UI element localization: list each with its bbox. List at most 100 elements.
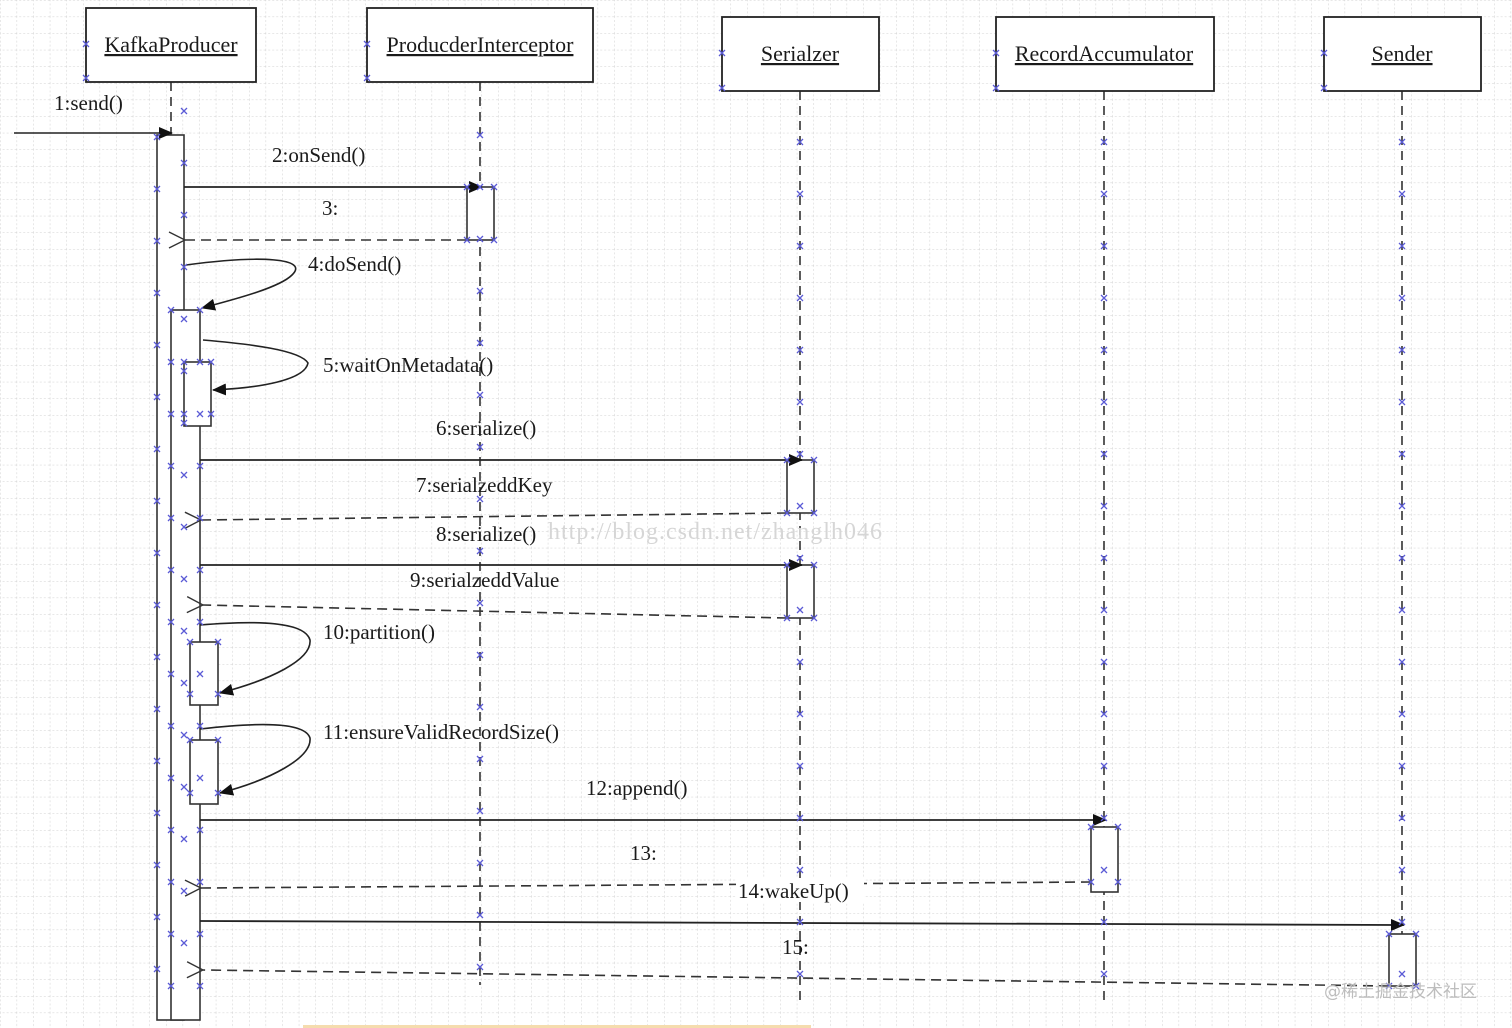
connection-marker-icon — [1320, 84, 1328, 92]
connection-marker-icon — [180, 358, 188, 366]
connection-marker-icon — [180, 783, 188, 791]
connection-marker-icon — [167, 618, 175, 626]
connection-marker-icon — [1398, 658, 1406, 666]
connection-marker-icon — [810, 456, 818, 464]
connection-marker-icon — [1114, 878, 1122, 886]
connection-marker-icon — [810, 614, 818, 622]
connection-markers — [82, 40, 1420, 990]
connection-marker-icon — [363, 40, 371, 48]
connection-marker-icon — [476, 391, 484, 399]
message-11-arrow[interactable] — [199, 723, 311, 796]
connection-marker-icon — [196, 670, 204, 678]
connection-marker-icon — [476, 339, 484, 347]
connection-marker-icon — [153, 653, 161, 661]
connection-marker-icon — [214, 736, 222, 744]
connection-marker-icon — [1100, 762, 1108, 770]
participant-label: KafkaProducer — [104, 32, 238, 57]
message-5-arrow[interactable] — [202, 339, 309, 396]
connection-marker-icon — [796, 762, 804, 770]
connection-marker-icon — [196, 462, 204, 470]
connection-marker-icon — [476, 807, 484, 815]
message-13-arrow[interactable] — [201, 882, 1092, 888]
message-14-label: 14:wakeUp() — [738, 879, 849, 903]
connection-marker-icon — [180, 367, 188, 375]
connection-marker-icon — [1100, 190, 1108, 198]
connection-marker-icon — [796, 190, 804, 198]
connection-marker-icon — [180, 107, 188, 115]
connection-marker-icon — [167, 566, 175, 574]
participant-label: RecordAccumulator — [1015, 41, 1194, 66]
connection-marker-icon — [796, 450, 804, 458]
participant-kafka[interactable]: KafkaProducer — [85, 7, 257, 83]
connection-marker-icon — [196, 306, 204, 314]
connection-marker-icon — [1398, 606, 1406, 614]
connection-marker-icon — [153, 861, 161, 869]
connection-marker-icon — [196, 826, 204, 834]
activation-serializer-key — [786, 459, 815, 514]
participant-sender[interactable]: Sender — [1323, 16, 1482, 92]
connection-marker-icon — [180, 263, 188, 271]
connection-marker-icon — [196, 982, 204, 990]
bottom-highlight-strip — [303, 1025, 811, 1028]
connection-marker-icon — [796, 970, 804, 978]
connection-marker-icon — [180, 410, 188, 418]
message-9-arrow[interactable] — [203, 605, 788, 619]
message-15-arrow[interactable] — [203, 970, 1390, 987]
connection-marker-icon — [1100, 138, 1108, 146]
connection-marker-icon — [214, 690, 222, 698]
connection-marker-icon — [796, 554, 804, 562]
message-13-label: 13: — [630, 841, 657, 865]
connection-marker-icon — [153, 393, 161, 401]
connection-marker-icon — [796, 918, 804, 926]
connection-marker-icon — [180, 471, 188, 479]
connection-marker-icon — [153, 549, 161, 557]
connection-marker-icon — [1100, 866, 1108, 874]
connection-marker-icon — [1398, 190, 1406, 198]
connection-marker-icon — [1100, 814, 1108, 822]
message-8-label: 8:serialize() — [436, 522, 536, 546]
connection-marker-icon — [196, 774, 204, 782]
connection-marker-icon — [207, 358, 215, 366]
connection-marker-icon — [167, 826, 175, 834]
message-14-arrow[interactable] — [199, 918, 1405, 931]
connection-marker-icon — [196, 618, 204, 626]
connection-marker-icon — [186, 690, 194, 698]
connection-marker-icon — [167, 722, 175, 730]
message-11-label: 11:ensureValidRecordSize() — [323, 720, 559, 744]
connection-marker-icon — [1100, 918, 1108, 926]
message-2-label: 2:onSend() — [272, 143, 365, 167]
message-4-arrow[interactable] — [185, 258, 297, 311]
message-10-arrow[interactable] — [199, 621, 311, 696]
connection-marker-icon — [783, 614, 791, 622]
connection-marker-icon — [1385, 982, 1393, 990]
messages: 1:send() 2:onSend() 3: 4:doSend() 5:wait… — [14, 91, 1405, 987]
connection-marker-icon — [180, 731, 188, 739]
connection-marker-icon — [476, 963, 484, 971]
connection-marker-icon — [153, 913, 161, 921]
participant-interceptor[interactable]: ProducderInterceptor — [366, 7, 594, 83]
connection-marker-icon — [476, 651, 484, 659]
participant-serializer[interactable]: Serialzer — [721, 16, 880, 92]
connection-marker-icon — [167, 878, 175, 886]
connection-marker-icon — [1100, 970, 1108, 978]
connection-marker-icon — [180, 211, 188, 219]
connection-marker-icon — [167, 514, 175, 522]
connection-marker-icon — [1100, 502, 1108, 510]
connection-marker-icon — [207, 410, 215, 418]
participant-accumulator[interactable]: RecordAccumulator — [995, 16, 1215, 92]
connection-marker-icon — [180, 939, 188, 947]
message-12-label: 12:append() — [586, 776, 687, 800]
connection-marker-icon — [167, 774, 175, 782]
connection-marker-icon — [476, 131, 484, 139]
connection-marker-icon — [1100, 710, 1108, 718]
message-5-label: 5:waitOnMetadata() — [323, 353, 493, 377]
connection-marker-icon — [196, 358, 204, 366]
message-3-label: 3: — [322, 196, 338, 220]
message-7-arrow[interactable] — [201, 513, 788, 520]
connection-marker-icon — [1100, 450, 1108, 458]
connection-marker-icon — [1398, 554, 1406, 562]
connection-marker-icon — [1398, 450, 1406, 458]
connection-marker-icon — [992, 84, 1000, 92]
connection-marker-icon — [1398, 866, 1406, 874]
connection-marker-icon — [796, 138, 804, 146]
